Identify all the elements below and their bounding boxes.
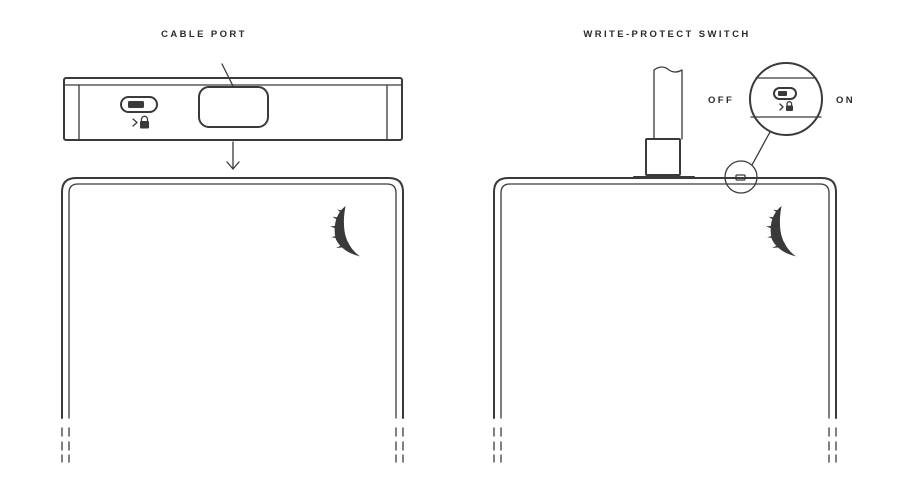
switch-location-marker [724, 160, 758, 194]
write-protect-switch-label: WRITE-PROTECT SWITCH [583, 29, 750, 40]
drive-body-left [61, 177, 404, 463]
lock-icon [132, 115, 149, 129]
drive-body-right [493, 177, 837, 463]
angelbird-wing-logo-right [766, 206, 796, 257]
write-protect-switch [120, 96, 158, 113]
arrow-down-icon [226, 141, 240, 170]
switch-magnifier [749, 62, 823, 136]
cable-port-pointer [221, 63, 234, 87]
switch-off-label: OFF [708, 95, 734, 106]
cable-port-label: CABLE PORT [161, 29, 247, 40]
left-illustration: CABLE PORT [61, 29, 404, 463]
magnifier-leader-line [751, 131, 771, 166]
angelbird-wing-logo [330, 206, 360, 257]
switch-on-label: ON [836, 95, 855, 106]
cable-port [198, 86, 269, 128]
right-illustration: WRITE-PROTECT SWITCH [493, 29, 855, 463]
drive-top-view [63, 77, 403, 141]
usb-cable [633, 66, 695, 178]
